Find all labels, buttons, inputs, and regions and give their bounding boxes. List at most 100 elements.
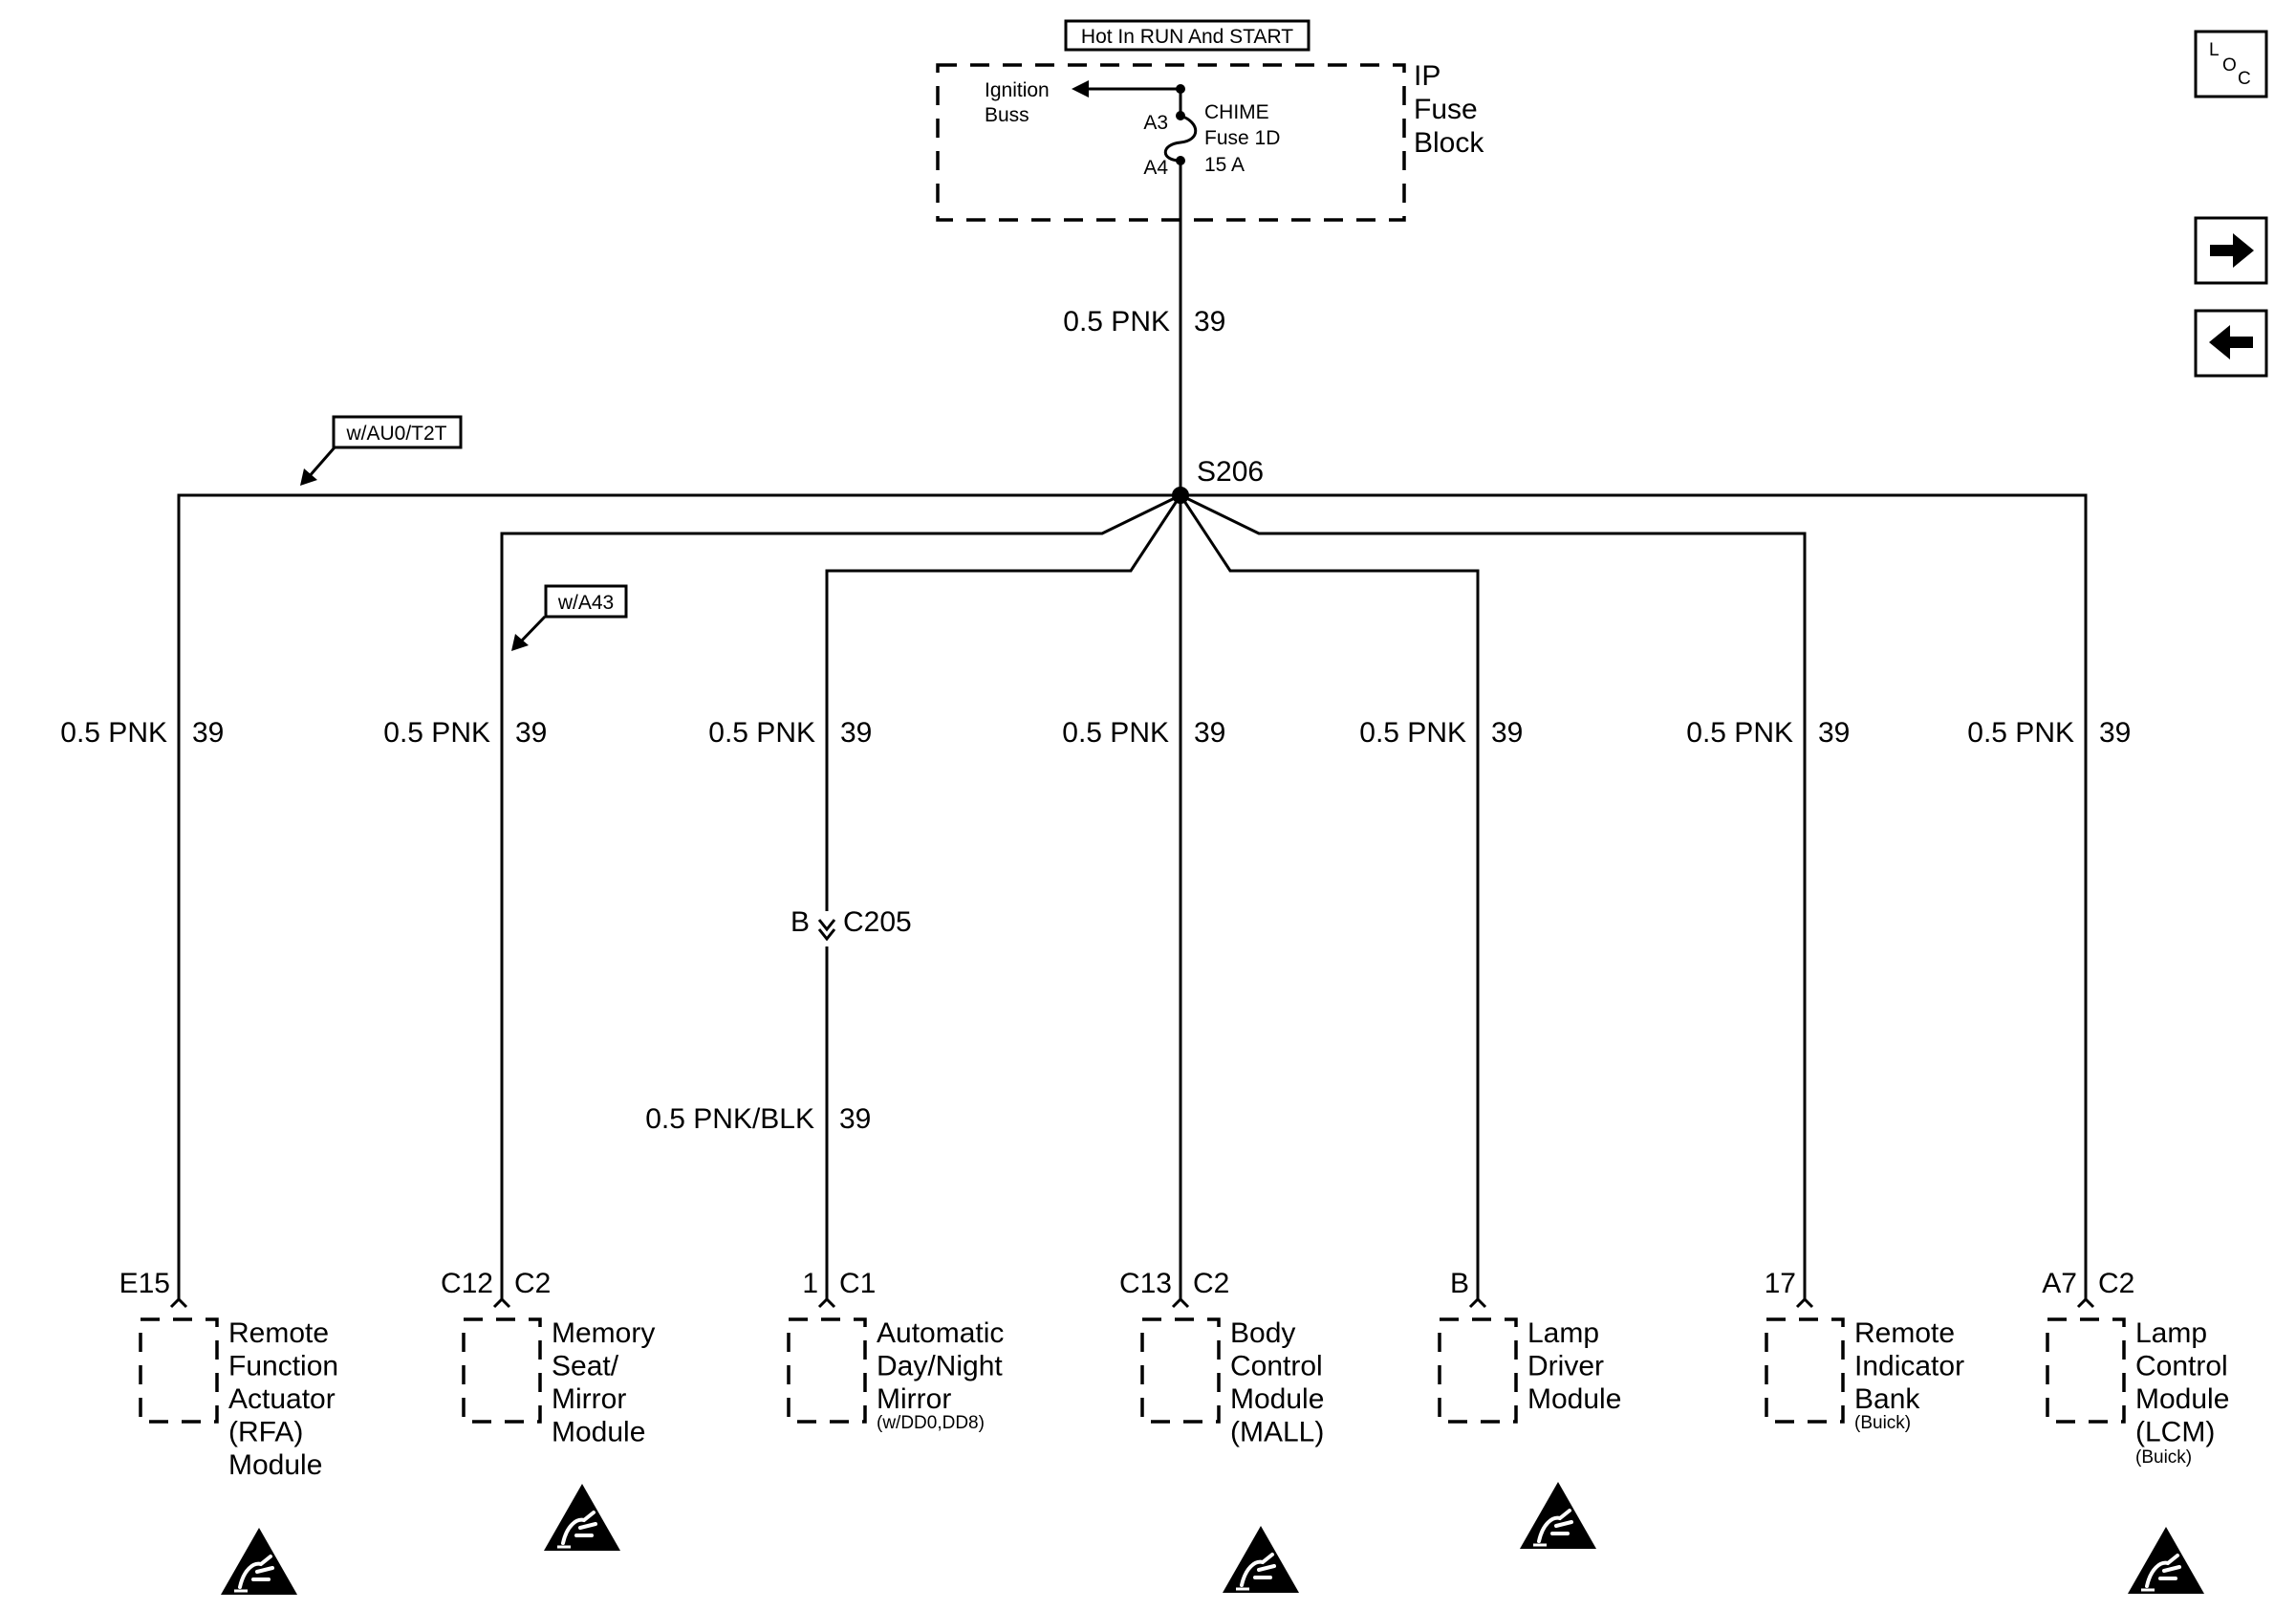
splice-node-s206: [1172, 487, 1189, 504]
fuse-block-title-line-3: Block: [1414, 127, 1484, 159]
module-name-line: (RFA): [228, 1417, 303, 1448]
module-box: [1140, 1317, 1221, 1424]
module-box: [787, 1317, 867, 1424]
module-pin: A7: [2042, 1268, 2077, 1299]
module-name-line: Module: [228, 1449, 322, 1481]
arrow-left-icon: [2209, 325, 2253, 359]
module-branch: 0.5 PNK 39E15RemoteFunctionActuator(RFA)M…: [60, 717, 338, 1595]
module-name-line: Actuator: [228, 1383, 336, 1415]
branch-wire-circuit: 39: [515, 717, 547, 749]
esd-warning-icon: [221, 1528, 297, 1595]
module-box: [2046, 1317, 2126, 1424]
branch-wire-circuit: 39: [192, 717, 224, 749]
module-name-line: Bank: [1854, 1383, 1920, 1415]
terminal-symbol: [1171, 1296, 1190, 1309]
loc-letter-o: O: [2222, 55, 2237, 76]
module-name-line: Day/Night: [877, 1351, 1003, 1382]
module-box: [139, 1317, 219, 1424]
fuse-label-line-3: 15 A: [1204, 154, 1245, 176]
branch-wire-color: 0.5 PNK: [1062, 717, 1169, 749]
option-note-a43: w/A43: [511, 584, 628, 651]
module-pin: E15: [119, 1268, 170, 1299]
branch-wire-remote-indicator: [1180, 493, 1807, 1299]
loc-letter-l: L: [2209, 40, 2220, 60]
fuse-label-line-1: CHIME: [1204, 101, 1269, 123]
module-name-line: Lamp: [1527, 1317, 1599, 1349]
terminal-symbol: [169, 1296, 188, 1309]
callout-arrow-icon: [511, 634, 529, 651]
esd-warning-icon: [1520, 1482, 1596, 1549]
module-name-line: Indicator: [1854, 1351, 1964, 1382]
module-name-line: Memory: [552, 1317, 655, 1349]
module-pin: C12: [441, 1268, 493, 1299]
module-name-line: Module: [1527, 1383, 1621, 1415]
module-name-line: (LCM): [2135, 1417, 2215, 1448]
feed-wire-color: 0.5 PNK: [1063, 306, 1170, 337]
module-connector: C1: [839, 1268, 876, 1299]
fuse-pin-a4: A4: [1143, 157, 1168, 179]
module-name-line: Module: [2135, 1383, 2229, 1415]
module-connector: C2: [1193, 1268, 1229, 1299]
fuse-symbol: [1163, 114, 1198, 163]
next-page-button[interactable]: [2194, 216, 2268, 285]
option-note-au0: w/AU0/T2T: [300, 415, 463, 486]
branch-wire-circuit: 39: [2099, 717, 2131, 749]
inline-connector-c205: B C205 0.5 PNK/BLK 39: [645, 906, 911, 1135]
module-name-line: Mirror: [552, 1383, 626, 1415]
esd-warning-icon: [544, 1484, 620, 1551]
module-name-line: Remote: [228, 1317, 329, 1349]
fuse-label-line-2: Fuse 1D: [1204, 127, 1280, 149]
esd-warning-icon: [1223, 1526, 1299, 1593]
branch-wire-lamp-driver: [1179, 494, 1480, 1299]
inline-connector-name: C205: [843, 906, 912, 938]
branch-wire-circuit: 39: [1194, 717, 1225, 749]
splice-branches: S206: [177, 456, 2088, 1299]
ignition-buss-label-line-2: Buss: [985, 104, 1029, 126]
branch-wire-memory-seat: [500, 493, 1181, 1299]
module-pin: B: [1450, 1268, 1469, 1299]
branch-wire-mirror-upper: [825, 494, 1182, 911]
branch-wire-lcm: [1180, 493, 2088, 1299]
hot-in-run-start-label: Hot In RUN And START: [1081, 26, 1293, 48]
splice-label: S206: [1197, 456, 1264, 488]
previous-page-button[interactable]: [2194, 309, 2268, 378]
option-note-a43-text: w/A43: [557, 592, 614, 614]
arrow-right-icon: [2210, 233, 2254, 268]
location-button[interactable]: L O C: [2194, 30, 2268, 98]
branch-wire-circuit: 39: [1491, 717, 1523, 749]
module-name-line: Driver: [1527, 1351, 1604, 1382]
option-note-au0-text: w/AU0/T2T: [345, 423, 446, 445]
module-pin: C13: [1119, 1268, 1172, 1299]
module-box: [1765, 1317, 1845, 1424]
ignition-buss-label-line-1: Ignition: [985, 79, 1050, 101]
module-name-line: Function: [228, 1351, 338, 1382]
branch-wire-rfa: [177, 493, 1180, 1299]
terminal-symbol: [2076, 1296, 2095, 1309]
branch-wire-color: 0.5 PNK: [1359, 717, 1466, 749]
terminal-symbol: [1468, 1296, 1487, 1309]
branch-wire-color: 0.5 PNK: [1967, 717, 2074, 749]
module-box: [462, 1317, 542, 1424]
terminal-symbol: [817, 1296, 836, 1309]
module-box: [1438, 1317, 1518, 1424]
module-pin: 17: [1765, 1268, 1796, 1299]
branch-wire-color: 0.5 PNK: [60, 717, 167, 749]
module-name-line: Remote: [1854, 1317, 1955, 1349]
module-name-line: Lamp: [2135, 1317, 2207, 1349]
module-note: (Buick): [2135, 1447, 2192, 1468]
module-name-line: Control: [2135, 1351, 2228, 1382]
terminal-symbol: [1795, 1296, 1814, 1309]
branch-wire-circuit: 39: [840, 717, 872, 749]
mirror-wire-circuit: 39: [839, 1103, 871, 1135]
fuse-block-title-line-1: IP: [1414, 60, 1440, 92]
module-connector: C2: [2098, 1268, 2134, 1299]
branch-wire-color: 0.5 PNK: [708, 717, 815, 749]
ignition-buss-arrow-icon: [1072, 80, 1089, 98]
